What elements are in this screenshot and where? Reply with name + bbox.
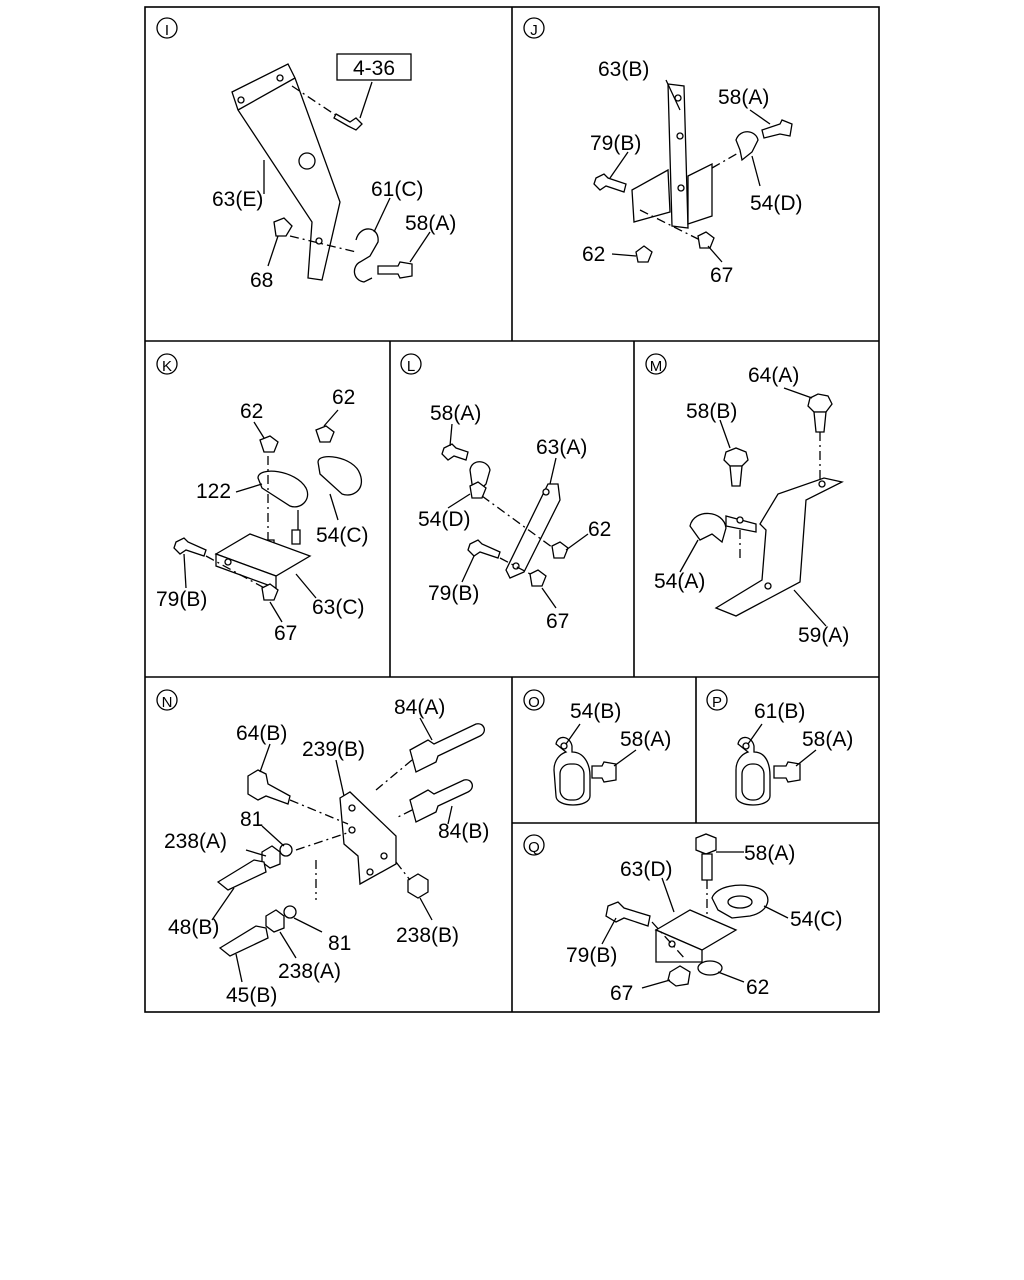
panel-l: L 58(A) 63(A) 54(D) 62 79(B) 67 [400,353,611,633]
panel-k-label-5: 79(B) [156,588,207,611]
panel-m-label-4: 59(A) [798,624,849,647]
bracket-63a-shape [505,483,561,579]
clip-61c-shape [353,228,379,283]
panel-p-letter: P [712,694,722,711]
clip-54d-shape [735,131,759,162]
panel-j-letter: J [530,22,538,39]
panel-l-label-3: 54(D) [418,508,471,531]
panel-k-label-6: 63(C) [312,596,365,619]
panel-n-marker [156,689,178,711]
bracket-63b-shape [631,83,713,229]
panel-k-label-4: 54(C) [316,524,369,547]
panel-l-label-1: 58(A) [430,402,481,425]
panel-k-marker [156,353,178,375]
panel-p-marker [706,689,728,711]
panel-j-label-2: 58(A) [718,86,769,109]
panel-m-letter: M [650,358,663,375]
panel-i-ref-text: 4-36 [353,57,395,80]
panel-i-marker [156,17,178,39]
panel-k-letter: K [162,358,172,375]
panel-p-label-1: 61(B) [754,700,805,723]
panel-l-label-2: 63(A) [536,436,587,459]
panel-k-label-7: 67 [274,622,297,645]
panel-n-label-2: 64(B) [236,722,287,745]
panel-n-label-10: 238(A) [278,960,341,983]
panel-j-label-4: 54(D) [750,192,803,215]
panel-o-label-1: 54(B) [570,700,621,723]
panel-q-marker [523,834,545,856]
panel-j-label-5: 62 [582,243,605,266]
bracket-239b-shape [339,791,397,886]
panel-i-ref-box [336,53,412,81]
panel-i-label-2: 61(C) [371,178,424,201]
panel-k-label-3: 122 [196,480,231,503]
panel-o-letter: O [528,694,540,711]
panel-m-label-1: 64(A) [748,364,799,387]
panel-j: J 63(B) 58(A) 79(B) 54(D) 62 67 [523,17,803,287]
panel-l-marker [400,353,422,375]
panel-q-label-3: 54(C) [790,908,843,931]
clip-54a-shape [689,512,727,544]
panel-n-label-9: 238(B) [396,924,459,947]
panel-n-label-8: 81 [328,932,351,955]
panel-j-label-3: 79(B) [590,132,641,155]
panel-m-marker [645,353,667,375]
panel-i-label-3: 58(A) [405,212,456,235]
clip-54c-shape [317,456,363,496]
panel-l-label-5: 79(B) [428,582,479,605]
panel-q: Q 58(A) 63(D) 54(C) 79(B) 67 62 [523,833,843,1005]
fitting-84a-shape [409,723,486,773]
panel-n: N 84(A) 64(B) 239(B) 81 [156,689,489,1007]
panel-n-label-11: 45(B) [226,984,277,1007]
panel-q-label-6: 62 [746,976,769,999]
panel-n-letter: N [162,694,173,711]
panel-o-marker [523,689,545,711]
panel-l-label-4: 62 [588,518,611,541]
panel-q-label-5: 67 [610,982,633,1005]
panel-m-label-3: 54(A) [654,570,705,593]
panel-i: I 4-36 63(E) 61(C) 58(A) 68 [156,17,456,292]
panel-j-marker [523,17,545,39]
panel-i-label-4: 68 [250,269,273,292]
panel-n-label-5: 84(B) [438,820,489,843]
panel-l-letter: L [407,358,415,375]
panel-j-label-6: 67 [710,264,733,287]
panel-n-label-3: 239(B) [302,738,365,761]
clip-122-shape [257,470,309,508]
panel-q-label-4: 79(B) [566,944,617,967]
panel-frames [144,6,880,1013]
panel-n-label-7: 48(B) [168,916,219,939]
panel-l-label-6: 67 [546,610,569,633]
fitting-84b-shape [409,779,474,823]
panel-j-label-1: 63(B) [598,58,649,81]
panel-o: O 54(B) 58(A) [523,689,671,806]
panel-m-label-2: 58(B) [686,400,737,423]
panel-m: M 64(A) 58(B) 54(A) 59(A) [645,353,849,647]
panel-i-letter: I [165,22,169,39]
panel-q-letter: Q [528,839,540,856]
panel-n-label-1: 84(A) [394,696,445,719]
panel-o-label-2: 58(A) [620,728,671,751]
panel-p-label-2: 58(A) [802,728,853,751]
panel-k: K 62 62 122 54(C) 79(B) 63(C) 67 [156,353,369,645]
bracket-63e-shape [231,63,341,281]
panel-i-label-1: 63(E) [212,188,263,211]
panel-n-label-4: 81 [240,808,263,831]
bracket-59a-shape [714,477,844,617]
panel-p: P 61(B) 58(A) [706,689,853,806]
panel-k-label-1: 62 [240,400,263,423]
panel-q-label-1: 58(A) [744,842,795,865]
panel-n-label-6: 238(A) [164,830,227,853]
panel-q-label-2: 63(D) [620,858,673,881]
panel-k-label-2: 62 [332,386,355,409]
